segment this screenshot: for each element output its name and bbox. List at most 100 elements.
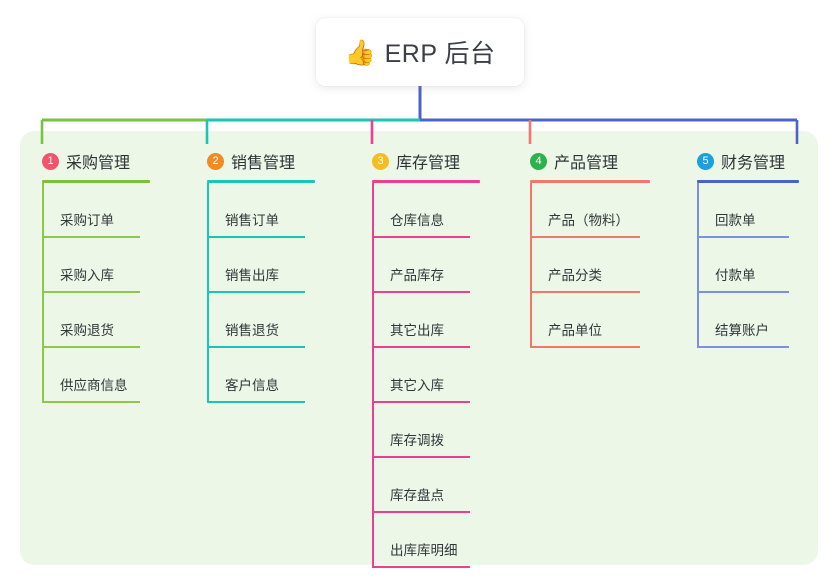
branch-underline bbox=[207, 180, 315, 183]
branch-item[interactable]: 客户信息 bbox=[207, 348, 315, 403]
root-node-title: ERP 后台 bbox=[384, 40, 496, 68]
branch-item-label: 产品（物料） bbox=[548, 213, 629, 228]
branch-underline bbox=[530, 180, 650, 183]
branch-column-5: 5 财务管理回款单付款单结算账户 bbox=[697, 148, 799, 348]
branch-number-badge: 3 bbox=[372, 152, 389, 170]
branch-item[interactable]: 产品单位 bbox=[530, 293, 650, 348]
branch-item[interactable]: 采购入库 bbox=[42, 238, 150, 293]
branch-underline bbox=[697, 180, 799, 183]
branch-item-underline bbox=[372, 236, 470, 238]
branch-item[interactable]: 销售订单 bbox=[207, 183, 315, 238]
branch-item-underline bbox=[697, 291, 789, 293]
branch-item-underline bbox=[372, 401, 470, 403]
branch-item[interactable]: 付款单 bbox=[697, 238, 799, 293]
branch-trunk-line bbox=[530, 183, 532, 348]
branch-header-4[interactable]: 4 产品管理 bbox=[530, 148, 650, 174]
branch-item-underline bbox=[42, 291, 140, 293]
branch-underline bbox=[372, 180, 480, 183]
branch-item-list: 仓库信息产品库存其它出库其它入库库存调拨库存盘点出库库明细 bbox=[372, 183, 480, 568]
branch-item-underline bbox=[697, 346, 789, 348]
branch-underline bbox=[42, 180, 150, 183]
branch-title: 产品管理 bbox=[554, 155, 619, 172]
branch-item-label: 采购订单 bbox=[60, 213, 114, 228]
branch-item-label: 销售退货 bbox=[225, 323, 279, 338]
branch-item-underline bbox=[207, 236, 305, 238]
root-node-card[interactable]: 👍 ERP 后台 bbox=[316, 18, 524, 86]
branch-item[interactable]: 采购订单 bbox=[42, 183, 150, 238]
branch-item-label: 客户信息 bbox=[225, 378, 279, 393]
branch-item-underline bbox=[530, 291, 640, 293]
branch-trunk-line bbox=[42, 183, 44, 403]
branch-item-label: 回款单 bbox=[715, 213, 756, 228]
branch-item[interactable]: 销售退货 bbox=[207, 293, 315, 348]
branch-item-label: 采购退货 bbox=[60, 323, 114, 338]
branch-item[interactable]: 供应商信息 bbox=[42, 348, 150, 403]
branch-header-3[interactable]: 3 库存管理 bbox=[372, 148, 480, 174]
thumbs-up-icon: 👍 bbox=[344, 37, 376, 67]
branch-column-3: 3 库存管理仓库信息产品库存其它出库其它入库库存调拨库存盘点出库库明细 bbox=[372, 148, 480, 568]
branch-item[interactable]: 仓库信息 bbox=[372, 183, 480, 238]
branch-item-label: 销售订单 bbox=[225, 213, 279, 228]
branch-item-underline bbox=[372, 566, 470, 568]
branch-item-underline bbox=[372, 291, 470, 293]
branch-item[interactable]: 出库库明细 bbox=[372, 513, 480, 568]
branch-item-underline bbox=[207, 291, 305, 293]
branch-item-list: 产品（物料） 产品分类产品单位 bbox=[530, 183, 650, 348]
branch-item-underline bbox=[42, 401, 140, 403]
branch-header-5[interactable]: 5 财务管理 bbox=[697, 148, 799, 174]
branch-item[interactable]: 结算账户 bbox=[697, 293, 799, 348]
branch-item[interactable]: 产品（物料） bbox=[530, 183, 650, 238]
branch-number-badge: 4 bbox=[530, 152, 547, 170]
branch-item-underline bbox=[372, 511, 470, 513]
branch-item[interactable]: 其它出库 bbox=[372, 293, 480, 348]
branch-item-label: 销售出库 bbox=[225, 268, 279, 283]
branch-item-label: 采购入库 bbox=[60, 268, 114, 283]
branch-number-badge: 1 bbox=[42, 152, 59, 170]
branch-item-label: 库存盘点 bbox=[390, 488, 444, 503]
branch-item-label: 仓库信息 bbox=[390, 213, 444, 228]
branch-item[interactable]: 库存调拨 bbox=[372, 403, 480, 458]
branch-item-label: 付款单 bbox=[715, 268, 756, 283]
branch-title: 库存管理 bbox=[396, 155, 461, 172]
branch-item-label: 库存调拨 bbox=[390, 433, 444, 448]
branch-item[interactable]: 库存盘点 bbox=[372, 458, 480, 513]
branch-title: 财务管理 bbox=[721, 155, 786, 172]
branch-item[interactable]: 产品分类 bbox=[530, 238, 650, 293]
diagram-panel bbox=[20, 131, 818, 565]
branch-item-underline bbox=[530, 346, 640, 348]
branch-item[interactable]: 销售出库 bbox=[207, 238, 315, 293]
branch-item-label: 产品分类 bbox=[548, 268, 602, 283]
branch-item[interactable]: 其它入库 bbox=[372, 348, 480, 403]
branch-number-badge: 2 bbox=[207, 152, 224, 170]
branch-item-label: 出库库明细 bbox=[390, 543, 458, 558]
branch-item-list: 回款单付款单结算账户 bbox=[697, 183, 799, 348]
branch-item[interactable]: 产品库存 bbox=[372, 238, 480, 293]
branch-item[interactable]: 采购退货 bbox=[42, 293, 150, 348]
branch-column-4: 4 产品管理产品（物料） 产品分类产品单位 bbox=[530, 148, 650, 348]
branch-trunk-line bbox=[372, 183, 374, 568]
branch-item-list: 采购订单采购入库采购退货供应商信息 bbox=[42, 183, 150, 403]
branch-item-underline bbox=[42, 236, 140, 238]
branch-item-underline bbox=[530, 236, 640, 238]
branch-number-badge: 5 bbox=[697, 152, 714, 170]
branch-item-underline bbox=[372, 346, 470, 348]
branch-title: 采购管理 bbox=[66, 155, 131, 172]
branch-header-2[interactable]: 2 销售管理 bbox=[207, 148, 315, 174]
branch-item-underline bbox=[207, 346, 305, 348]
branch-column-1: 1 采购管理采购订单采购入库采购退货供应商信息 bbox=[42, 148, 150, 403]
branch-item-underline bbox=[42, 346, 140, 348]
branch-item-label: 产品库存 bbox=[390, 268, 444, 283]
branch-item-label: 产品单位 bbox=[548, 323, 602, 338]
branch-item[interactable]: 回款单 bbox=[697, 183, 799, 238]
branch-title: 销售管理 bbox=[231, 155, 296, 172]
branch-header-1[interactable]: 1 采购管理 bbox=[42, 148, 150, 174]
branch-column-2: 2 销售管理销售订单销售出库销售退货客户信息 bbox=[207, 148, 315, 403]
branch-item-label: 其它入库 bbox=[390, 378, 444, 393]
branch-item-underline bbox=[372, 456, 470, 458]
branch-item-underline bbox=[207, 401, 305, 403]
branch-trunk-line bbox=[207, 183, 209, 403]
branch-trunk-line bbox=[697, 183, 699, 348]
branch-item-label: 供应商信息 bbox=[60, 378, 128, 393]
branch-item-list: 销售订单销售出库销售退货客户信息 bbox=[207, 183, 315, 403]
